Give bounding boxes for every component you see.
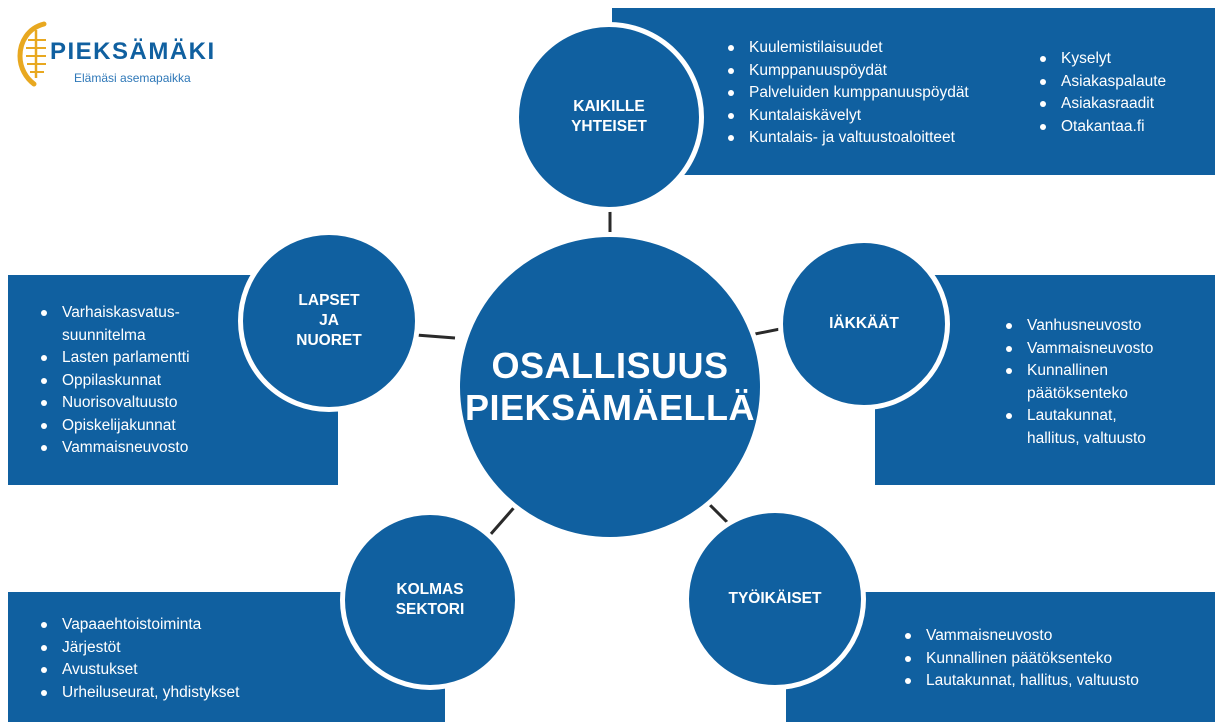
circle-title-line: KAIKILLE: [573, 98, 645, 115]
iakkaat-list: Vanhusneuvosto Vammaisneuvosto Kunnallin…: [1000, 315, 1153, 450]
list-item: Oppilaskunnat: [35, 370, 190, 393]
list-item: Järjestöt: [35, 637, 239, 660]
list-item: Asiakasraadit: [1034, 93, 1166, 116]
list-item: Varhaiskasvatus- suunnitelma: [35, 302, 190, 347]
kaikille-info-box: Kuulemistilaisuudet Kumppanuuspöydät Pal…: [612, 8, 1215, 175]
list-item: Lautakunnat, hallitus, valtuusto: [1000, 405, 1153, 450]
osallisuus-center-circle: OSALLISUUS PIEKSÄMÄELLÄ: [455, 232, 765, 542]
kaikille-list-col1: Kuulemistilaisuudet Kumppanuuspöydät Pal…: [722, 37, 969, 150]
list-item: Lasten parlamentti: [35, 347, 190, 370]
center-title-line: OSALLISUUS: [491, 345, 729, 386]
list-item: Vammaisneuvosto: [35, 437, 190, 460]
lapset-ja-nuoret-circle: LAPSET JA NUORET: [238, 230, 420, 412]
tyoikaiset-list: Vammaisneuvosto Kunnallinen päätöksentek…: [899, 625, 1139, 693]
list-item: Urheiluseurat, yhdistykset: [35, 682, 239, 705]
list-item: Lautakunnat, hallitus, valtuusto: [899, 670, 1139, 693]
kolmas-list: Vapaaehtoistoiminta Järjestöt Avustukset…: [35, 614, 239, 704]
list-item: Kuulemistilaisuudet: [722, 37, 969, 60]
pieksamaki-logo: PIEKSÄMÄKI Elämäsi asemapaikka: [14, 18, 254, 88]
circle-title-line: JA: [319, 312, 339, 329]
kolmas-sektori-circle: KOLMAS SEKTORI: [340, 510, 520, 690]
kaikille-list-col2: Kyselyt Asiakaspalaute Asiakasraadit Ota…: [1034, 48, 1166, 138]
list-item: Nuorisovaltuusto: [35, 392, 190, 415]
list-item: Vammaisneuvosto: [1000, 338, 1153, 361]
logo-name: PIEKSÄMÄKI: [50, 38, 216, 65]
circle-title-line: YHTEISET: [571, 118, 647, 135]
list-item: Kuntalaiskävelyt: [722, 105, 969, 128]
circle-title-line: KOLMAS: [396, 581, 464, 598]
lapset-list: Varhaiskasvatus- suunnitelma Lasten parl…: [35, 302, 190, 460]
list-item: Avustukset: [35, 659, 239, 682]
center-title-line: PIEKSÄMÄELLÄ: [464, 387, 755, 428]
logo-emblem-icon: [17, 21, 47, 87]
list-item: Opiskelijakunnat: [35, 415, 190, 438]
circle-title-line: LAPSET: [298, 292, 360, 309]
list-item: Vammaisneuvosto: [899, 625, 1139, 648]
list-item: Otakantaa.fi: [1034, 116, 1166, 139]
circle-title-line: SEKTORI: [395, 601, 465, 618]
list-item: Kunnallinen päätöksenteko: [1000, 360, 1153, 405]
list-item: Kunnallinen päätöksenteko: [899, 648, 1139, 671]
list-item: Asiakaspalaute: [1034, 71, 1166, 94]
list-item: Palveluiden kumppanuuspöydät: [722, 82, 969, 105]
circle-title-line: TYÖIKÄISET: [728, 590, 822, 607]
circle-title-line: NUORET: [296, 332, 362, 349]
list-item: Vanhusneuvosto: [1000, 315, 1153, 338]
list-item: Kyselyt: [1034, 48, 1166, 71]
tyoikaiset-circle: TYÖIKÄISET: [684, 508, 866, 690]
list-item: Kumppanuuspöydät: [722, 60, 969, 83]
iakkaat-circle: IÄKKÄÄT: [778, 238, 950, 410]
logo-tagline: Elämäsi asemapaikka: [74, 71, 191, 85]
circle-title-line: IÄKKÄÄT: [829, 315, 899, 332]
list-item: Vapaaehtoistoiminta: [35, 614, 239, 637]
kaikille-yhteiset-circle: KAIKILLE YHTEISET: [514, 22, 704, 212]
list-item: Kuntalais- ja valtuustoaloitteet: [722, 127, 969, 150]
